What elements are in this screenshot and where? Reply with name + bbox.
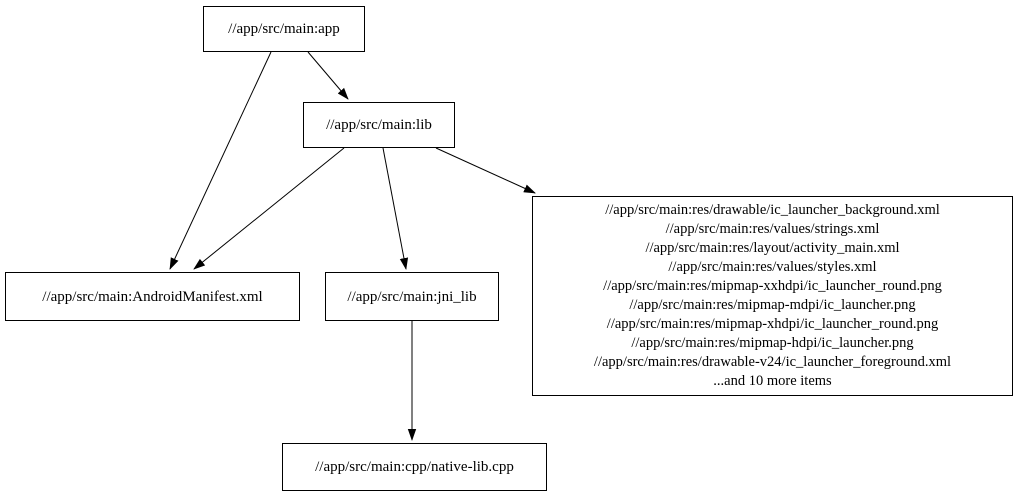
res-group-line: //app/src/main:res/drawable/ic_launcher_…	[605, 202, 940, 218]
edge-app-to-lib	[307, 51, 349, 100]
res-group-line: //app/src/main:res/values/strings.xml	[665, 221, 880, 237]
res-group-line: //app/src/main:res/mipmap-xxhdpi/ic_laun…	[603, 278, 942, 294]
res-group-line-more-items: ...and 10 more items	[713, 373, 832, 389]
node-jni-lib: //app/src/main:jni_lib	[325, 272, 499, 321]
node-native-lib-cpp-label: //app/src/main:cpp/native-lib.cpp	[315, 459, 514, 475]
node-android-manifest-label: //app/src/main:AndroidManifest.xml	[42, 288, 263, 305]
node-lib-label: //app/src/main:lib	[326, 117, 432, 133]
node-app: //app/src/main:app	[203, 6, 365, 52]
res-group-line: //app/src/main:res/layout/activity_main.…	[645, 240, 900, 256]
node-native-lib-cpp: //app/src/main:cpp/native-lib.cpp	[282, 443, 547, 491]
node-app-label: //app/src/main:app	[228, 21, 340, 37]
edge-lib-to-res-group	[435, 147, 536, 194]
node-jni-lib-label: //app/src/main:jni_lib	[347, 288, 477, 305]
edge-lib-to-android-manifest	[193, 147, 345, 270]
res-group-line: //app/src/main:res/mipmap-mdpi/ic_launch…	[629, 297, 916, 313]
node-res-group: //app/src/main:res/drawable/ic_launcher_…	[532, 196, 1013, 396]
node-lib: //app/src/main:lib	[303, 102, 455, 148]
res-group-line: //app/src/main:res/mipmap-xhdpi/ic_launc…	[606, 316, 939, 332]
edge-app-to-android-manifest	[169, 51, 272, 270]
node-android-manifest: //app/src/main:AndroidManifest.xml	[5, 272, 300, 321]
edge-lib-to-jni-lib	[382, 147, 409, 270]
res-group-line: //app/src/main:res/mipmap-hdpi/ic_launch…	[631, 335, 914, 351]
res-group-line: //app/src/main:res/drawable-v24/ic_launc…	[593, 354, 952, 370]
res-group-line: //app/src/main:res/values/styles.xml	[668, 259, 877, 275]
